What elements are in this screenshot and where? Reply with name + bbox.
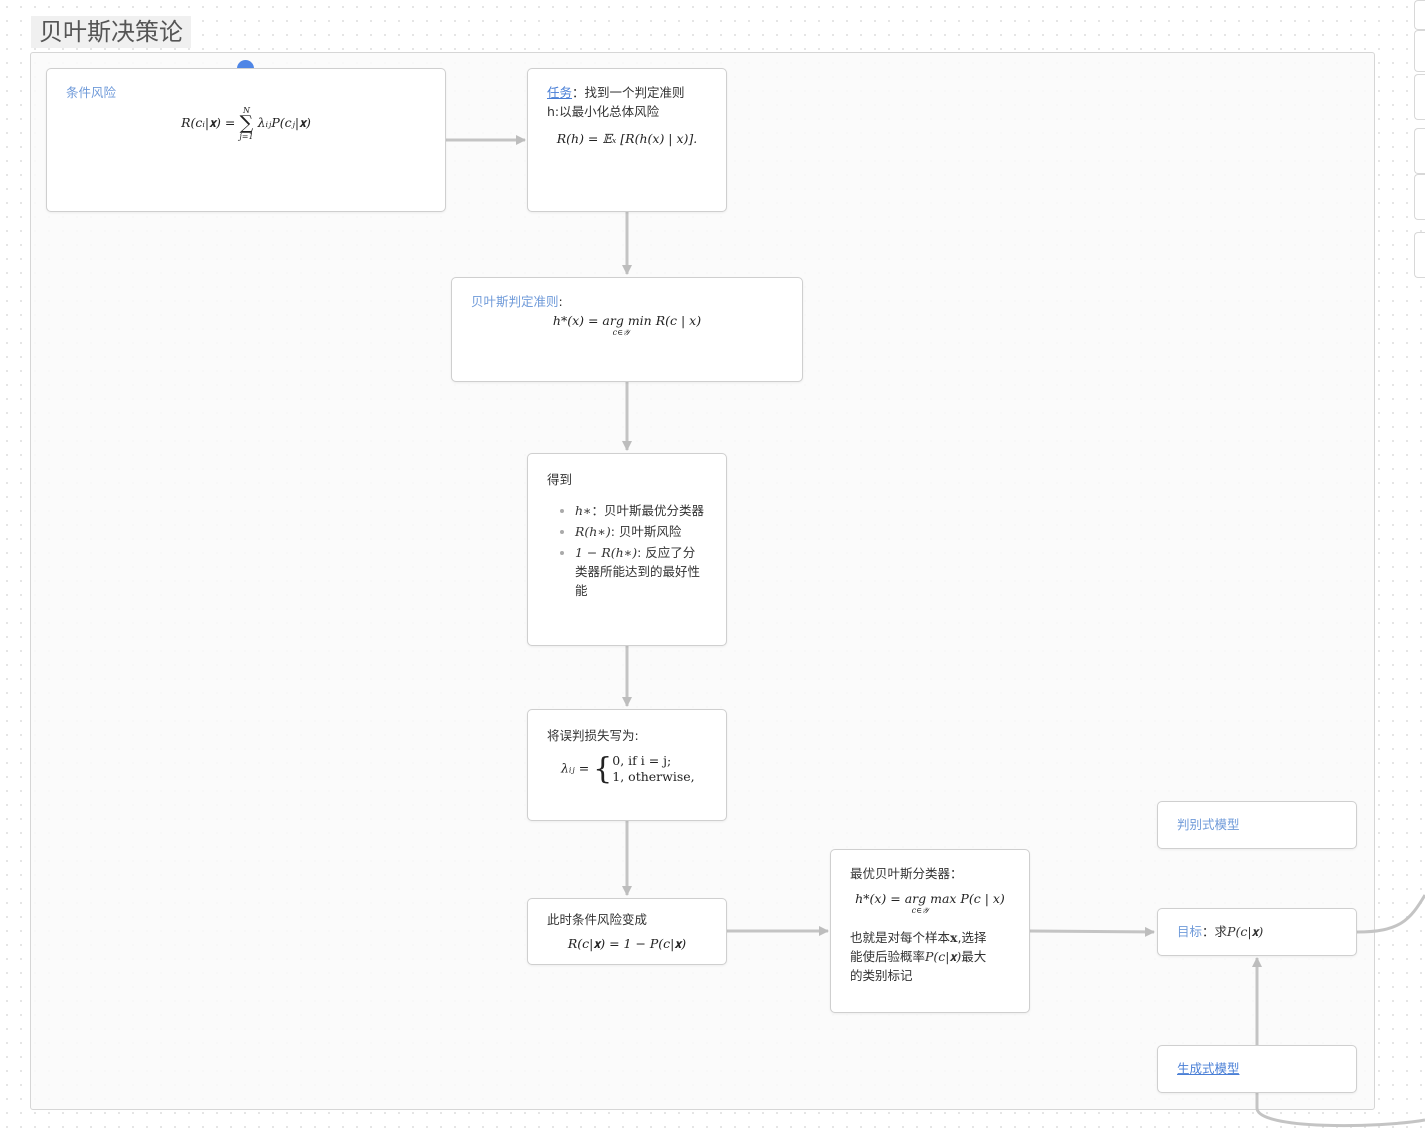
optimal-desc-line1: 也就是对每个样本𝐱,选择 — [850, 928, 1010, 947]
node-task[interactable]: 任务：找到一个判定准则 h:以最小化总体风险 R(h) = 𝔼ₓ [R(h(x)… — [527, 68, 727, 212]
optimal-formula-text: h*(x) = arg max P(c | x) — [855, 891, 1005, 906]
item-text: : 贝叶斯风险 — [610, 524, 682, 539]
bayes-rule-colon: : — [558, 294, 563, 309]
side-panel-tab-4[interactable] — [1414, 128, 1425, 174]
edge-optimal-goal — [1029, 926, 1155, 937]
item-math: 1 − R(h∗) — [575, 545, 638, 560]
sum-operator: N ∑ j=1 — [239, 106, 253, 141]
canvas-title: 贝叶斯决策论 — [31, 16, 191, 48]
item-text: : 反应了分类器所能达到的最好性能 — [575, 545, 701, 598]
node-result[interactable]: 得到 h∗：贝叶斯最优分类器 R(h∗): 贝叶斯风险 1 − R(h∗): 反… — [527, 453, 727, 646]
loss-case1: 0, if i = j; — [612, 753, 672, 768]
formula-rhs: λᵢⱼP(cⱼ|𝐱) — [257, 115, 311, 130]
result-heading: 得到 — [547, 472, 573, 487]
bayes-rule-heading: 贝叶斯判定准则: — [471, 292, 783, 311]
sum-upper: N — [242, 106, 250, 115]
item-text: ：贝叶斯最优分类器 — [591, 503, 705, 518]
goal-text: ：求 — [1202, 924, 1228, 939]
optimal-heading: 最优贝叶斯分类器： — [850, 866, 963, 881]
goal-math: P(c|𝐱) — [1227, 924, 1264, 939]
optimal-desc-line3: 的类别标记 — [850, 968, 913, 983]
list-item: 1 − R(h∗): 反应了分类器所能达到的最好性能 — [575, 543, 707, 600]
desc-text: 最大 — [961, 949, 987, 964]
item-math: R(h∗) — [575, 524, 611, 539]
side-panel-tab-6[interactable] — [1414, 232, 1425, 278]
item-math: h∗ — [575, 503, 592, 518]
loss-case2: 1, otherwise, — [612, 769, 695, 784]
desc-text: 也就是对每个样本 — [850, 930, 951, 945]
bayes-rule-formula-text: h*(x) = arg min R(c | x) — [552, 313, 702, 328]
node-goal[interactable]: 目标：求P(c|𝐱) — [1157, 908, 1357, 956]
goal-label: 目标 — [1177, 924, 1203, 939]
side-panel-tab-1[interactable] — [1414, 0, 1425, 30]
task-text2: h:以最小化总体风险 — [547, 104, 660, 119]
conditional-risk-formula: R(cᵢ|𝐱) = N ∑ j=1 λᵢⱼP(cⱼ|𝐱) — [66, 106, 426, 141]
node-optimal-classifier[interactable]: 最优贝叶斯分类器： h*(x) = arg max P(c | x) c∈𝒴 也… — [830, 849, 1030, 1013]
sigma-icon: ∑ — [239, 112, 254, 134]
task-link[interactable]: 任务 — [547, 85, 573, 100]
conditional-risk2-text: 此时条件风险变成 — [547, 912, 648, 927]
optimal-desc-line2: 能使后验概率P(c|𝐱)最大 — [850, 947, 1010, 966]
bayes-rule-label: 贝叶斯判定准则 — [471, 294, 559, 309]
side-panel-tab-2[interactable] — [1414, 30, 1425, 72]
node-generative-model[interactable]: 生成式模型 — [1157, 1045, 1357, 1093]
loss-formula: λᵢⱼ = {0, if i = j;1, otherwise, — [547, 753, 707, 785]
side-panel-tab-3[interactable] — [1414, 74, 1425, 120]
bayes-rule-formula: h*(x) = arg min R(c | x) c∈𝒴 — [471, 311, 783, 337]
loss-text: 将误判损失写为: — [547, 728, 639, 743]
formula-lhs: R(cᵢ|𝐱) = — [181, 115, 240, 130]
node-conditional-risk-simplified[interactable]: 此时条件风险变成 R(c|𝐱) = 1 − P(c|𝐱) — [527, 898, 727, 965]
node-bayes-decision-rule[interactable]: 贝叶斯判定准则: h*(x) = arg min R(c | x) c∈𝒴 — [451, 277, 803, 382]
task-text1: ：找到一个判定准则 — [572, 85, 685, 100]
desc-text: ,选择 — [957, 930, 987, 945]
result-list: h∗：贝叶斯最优分类器 R(h∗): 贝叶斯风险 1 − R(h∗): 反应了分… — [547, 501, 707, 600]
bayes-rule-subscript: c∈𝒴 — [612, 328, 630, 337]
side-panel-tab-5[interactable] — [1414, 174, 1425, 220]
node-discriminative-model[interactable]: 判别式模型 — [1157, 801, 1357, 849]
node-loss-definition[interactable]: 将误判损失写为: λᵢⱼ = {0, if i = j;1, otherwise… — [527, 709, 727, 821]
desc-text: 能使后验概率 — [850, 949, 926, 964]
generative-model-link[interactable]: 生成式模型 — [1177, 1061, 1240, 1076]
sum-lower: j=1 — [239, 132, 254, 141]
edge-goal-offscreen — [1356, 894, 1425, 934]
edge-generative-offscreen — [1255, 1093, 1425, 1128]
list-item: R(h∗): 贝叶斯风险 — [575, 522, 707, 541]
node-conditional-risk[interactable]: 条件风险 R(cᵢ|𝐱) = N ∑ j=1 λᵢⱼP(cⱼ|𝐱) — [46, 68, 446, 212]
brace-icon: { — [593, 751, 613, 787]
list-item: h∗：贝叶斯最优分类器 — [575, 501, 707, 520]
desc-math: 𝐱 — [950, 930, 958, 945]
optimal-formula: h*(x) = arg max P(c | x) c∈𝒴 — [850, 889, 1010, 915]
conditional-risk-label: 条件风险 — [66, 85, 117, 100]
task-line1: 任务：找到一个判定准则 — [547, 83, 707, 102]
loss-cases: 0, if i = j;1, otherwise, — [612, 753, 694, 785]
conditional-risk2-formula: R(c|𝐱) = 1 − P(c|𝐱) — [567, 936, 687, 951]
loss-lhs: λᵢⱼ = — [561, 760, 594, 776]
optimal-subscript: c∈𝒴 — [911, 906, 929, 915]
task-formula: R(h) = 𝔼ₓ [R(h(x) | x)]. — [556, 131, 698, 146]
discriminative-model-label: 判别式模型 — [1177, 817, 1240, 832]
desc-math: P(c|𝐱) — [925, 949, 962, 964]
